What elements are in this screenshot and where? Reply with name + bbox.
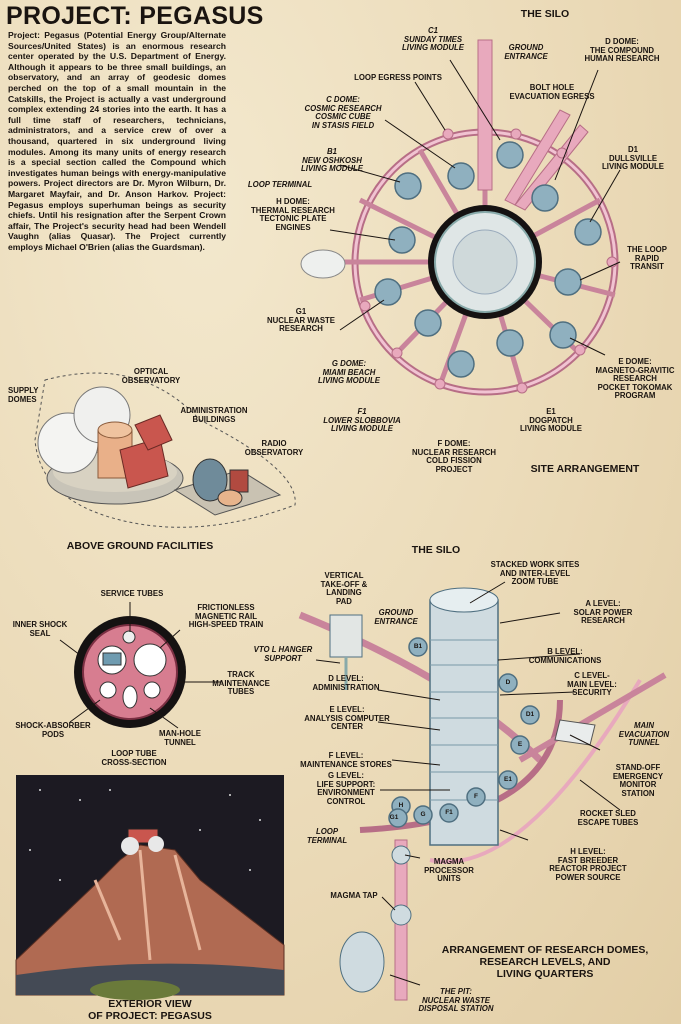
dome-letter-f: F (474, 793, 478, 800)
label-silo-ground-entrance: GROUND ENTRANCE (374, 608, 418, 626)
site-heading-silo: THE SILO (520, 8, 570, 20)
label-supply-domes: SUPPLY DOMES (8, 386, 39, 404)
label-loop-rapid: THE LOOP RAPID TRANSIT (627, 245, 667, 272)
site-arrangement-diagram (300, 39, 621, 396)
label-ground-entrance: GROUND ENTRANCE (504, 43, 548, 61)
site-heading-arrangement: SITE ARRANGEMENT (530, 463, 640, 475)
label-d1: D1 DULLSVILLE LIVING MODULE (602, 145, 664, 172)
label-vtol-hanger: VTO L HANGER SUPPORT (253, 645, 313, 663)
dome-letter-d1: D1 (525, 711, 535, 718)
site-leaders (329, 59, 621, 356)
dome-letter-b1: B1 (413, 643, 423, 650)
label-optical-observatory: OPTICAL OBSERVATORY (121, 367, 181, 385)
label-radio-observatory: RADIO OBSERVATORY (244, 439, 304, 457)
dome-letter-g1: G1 (389, 814, 399, 821)
dome-letter-g: G (420, 811, 426, 818)
label-bolt-hole: BOLT HOLE EVACUATION EGRESS (509, 83, 595, 101)
label-shock-pods: SHOCK-ABSORBER PODS (15, 721, 91, 739)
loop-egress-points (359, 128, 618, 394)
label-the-pit: THE PIT: NUCLEAR WASTE DISPOSAL STATION (418, 987, 494, 1014)
label-g1: G1 NUCLEAR WASTE RESEARCH (266, 307, 335, 334)
label-h-dome: H DOME: THERMAL RESEARCH TECTONIC PLATE … (251, 197, 335, 232)
exterior-view-diagram (15, 775, 285, 1000)
label-g-dome: G DOME: MIAMI BEACH LIVING MODULE (318, 359, 380, 386)
label-c1: C1 SUNDAY TIMES LIVING MODULE (402, 26, 464, 53)
label-d-level: D LEVEL: ADMINISTRATION (312, 674, 380, 692)
dome-letter-f1: F1 (445, 809, 453, 816)
stars (29, 789, 261, 881)
silo-levels (430, 639, 498, 801)
label-b-level: B LEVEL: COMMUNICATIONS (528, 647, 602, 665)
label-e1: E1 DOGPATCH LIVING MODULE (520, 407, 582, 434)
label-e-level: E LEVEL: ANALYSIS COMPUTER CENTER (304, 705, 390, 732)
label-silo-loop-terminal: LOOP TERMINAL (306, 827, 348, 845)
label-magma-processor: MAGMA PROCESSOR UNITS (424, 857, 474, 884)
label-frictionless-rail: FRICTIONLESS MAGNETIC RAIL HIGH-SPEED TR… (188, 603, 264, 630)
above-ground-heading: ABOVE GROUND FACILITIES (66, 540, 214, 552)
above-ground-diagram (34, 372, 296, 528)
loop-tube-leaders (59, 602, 222, 729)
dome-letter-h: H (398, 802, 404, 809)
label-main-evacuation: MAIN EVACUATION TUNNEL (618, 721, 670, 748)
silo-domes (388, 637, 540, 828)
label-loop-terminal: LOOP TERMINAL (247, 180, 313, 189)
intro-text: Project: Pegasus (Potential Energy Group… (8, 30, 226, 252)
dome-letter-e1: E1 (504, 776, 512, 783)
silo-heading-arrangement: ARRANGEMENT OF RESEARCH DOMES, RESEARCH … (441, 944, 649, 980)
label-h-level: H LEVEL: FAST BREEDER REACTOR PROJECT PO… (549, 847, 627, 882)
bolt-hole-egress (504, 109, 589, 211)
label-b1: B1 NEW OSHKOSH LIVING MODULE (301, 147, 363, 174)
page-title: PROJECT: PEGASUS (6, 2, 264, 30)
label-d-dome: D DOME: THE COMPOUND HUMAN RESEARCH (584, 37, 660, 64)
label-f-level: F LEVEL: MAINTENANCE STORES (300, 751, 392, 769)
site-domes (374, 141, 602, 378)
label-magma-tap: MAGMA TAP (330, 891, 378, 900)
dome-letter-d: D (505, 679, 511, 686)
label-g-level: G LEVEL: LIFE SUPPORT: ENVIRONMENT CONTR… (316, 771, 376, 806)
label-vtol-pad: VERTICAL TAKE-OFF & LANDING PAD (320, 571, 368, 606)
label-rocket-sled: ROCKET SLED ESCAPE TUBES (577, 809, 639, 827)
silo-cutaway-diagram (298, 581, 667, 1001)
silo-leaders (315, 581, 621, 986)
silo-heading: THE SILO (411, 544, 461, 556)
label-standoff-station: STAND-OFF EMERGENCY MONITOR STATION (612, 763, 664, 798)
label-f1: F1 LOWER SLOBBOVIA LIVING MODULE (323, 407, 401, 434)
label-manhole-tunnel: MAN-HOLE TUNNEL (158, 729, 201, 747)
loop-tube-diagram (59, 602, 222, 729)
label-c-level: C LEVEL- MAIN LEVEL: SECURITY (567, 671, 617, 698)
dome-letter-e: E (517, 741, 523, 748)
label-a-level: A LEVEL: SOLAR POWER RESEARCH (573, 599, 633, 626)
label-service-tubes: SERVICE TUBES (100, 589, 164, 598)
label-f-dome: F DOME: NUCLEAR RESEARCH COLD FISSION PR… (411, 439, 497, 474)
label-admin-buildings: ADMINISTRATION BUILDINGS (180, 406, 248, 424)
loop-tube-heading: LOOP TUBE CROSS-SECTION (101, 749, 167, 767)
label-c-dome: C DOME: COSMIC RESEARCH COSMIC CUBE IN S… (304, 95, 382, 130)
exterior-caption: EXTERIOR VIEW OF PROJECT: PEGASUS (88, 998, 212, 1022)
label-inner-shock-seal: INNER SHOCK SEAL (12, 620, 68, 638)
label-e-dome: E DOME: MAGNETO-GRAVITIC RESEARCH POCKET… (595, 357, 675, 401)
label-track-maintenance: TRACK MAINTENANCE TUBES (212, 670, 270, 697)
label-loop-egress: LOOP EGRESS POINTS (354, 73, 442, 82)
label-stacked-work-sites: STACKED WORK SITES AND INTER-LEVEL ZOOM … (490, 560, 580, 587)
